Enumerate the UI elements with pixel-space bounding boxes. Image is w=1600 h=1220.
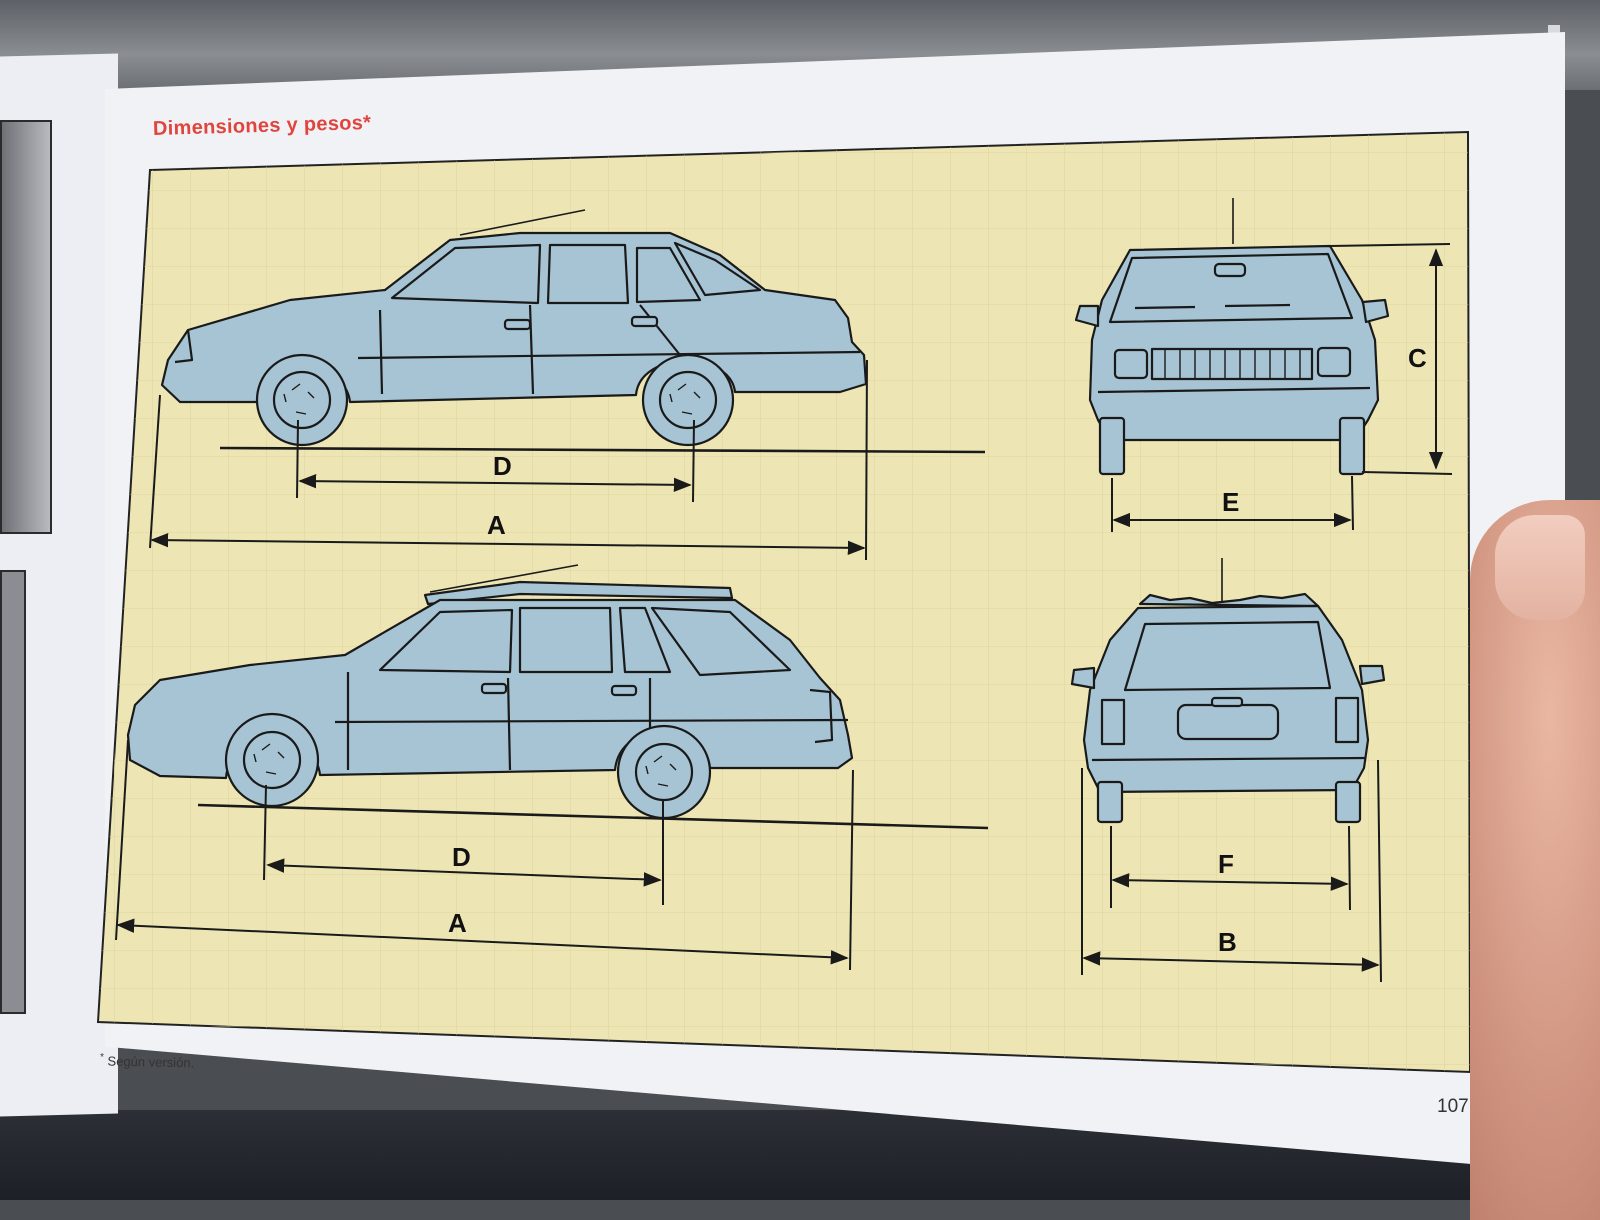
tail-light (1334, 696, 1360, 744)
dimension-label-b: B (1218, 927, 1237, 957)
dimension-label-a: A (487, 510, 506, 540)
headlight (1316, 346, 1352, 378)
wheel (255, 353, 349, 447)
sedan-side-view (160, 209, 986, 454)
dimension-label-f: F (1218, 849, 1234, 879)
ground-line (219, 446, 986, 454)
roof-rack (1138, 592, 1320, 608)
wheel (641, 353, 735, 447)
sedan-front-view (1074, 198, 1390, 476)
windshield (1108, 252, 1354, 324)
tire (1098, 416, 1126, 476)
left-page-photo (0, 120, 52, 534)
window (650, 606, 792, 677)
window (390, 243, 542, 305)
wagon-dimensions (115, 739, 854, 971)
front-dimensions (1111, 243, 1453, 532)
headlight (1113, 348, 1149, 380)
mirror (1074, 304, 1100, 328)
dimension-label-d: D (493, 451, 512, 481)
antenna (429, 564, 579, 593)
ground-line (197, 803, 989, 830)
tire (1096, 780, 1124, 824)
footnote-text: Según versión. (107, 1053, 195, 1071)
antenna (459, 209, 586, 236)
window (618, 606, 672, 674)
window (518, 606, 614, 674)
footnote: * Según versión. (100, 1052, 195, 1070)
wagon-side-view (126, 564, 989, 830)
dimension-label-e: E (1222, 487, 1239, 517)
mirror (1070, 666, 1096, 690)
wagon-rear-view (1070, 558, 1386, 824)
rear-dimensions (1081, 759, 1382, 983)
holding-hand (1470, 500, 1600, 1220)
thumb-nail (1495, 515, 1585, 620)
dimension-label-a: A (448, 908, 467, 938)
mirror (1358, 664, 1386, 686)
page-number: 107 (1437, 1096, 1469, 1117)
dimension-label-d: D (452, 842, 471, 872)
window (673, 241, 762, 297)
window (546, 243, 630, 305)
roof-rack (423, 580, 734, 606)
tire (1338, 416, 1366, 476)
license-plate (1176, 703, 1280, 741)
dimension-label-c: C (1408, 343, 1427, 373)
wheel (224, 712, 320, 808)
tail-light (1100, 698, 1126, 746)
sedan-dimensions (149, 359, 868, 561)
mirror (1361, 298, 1390, 324)
footnote-marker: * (99, 1052, 105, 1064)
left-page-photo (0, 570, 26, 1014)
rear-window (1123, 620, 1332, 692)
grille (1150, 347, 1314, 381)
window (635, 246, 702, 304)
window (378, 608, 514, 674)
tire (1334, 780, 1362, 824)
